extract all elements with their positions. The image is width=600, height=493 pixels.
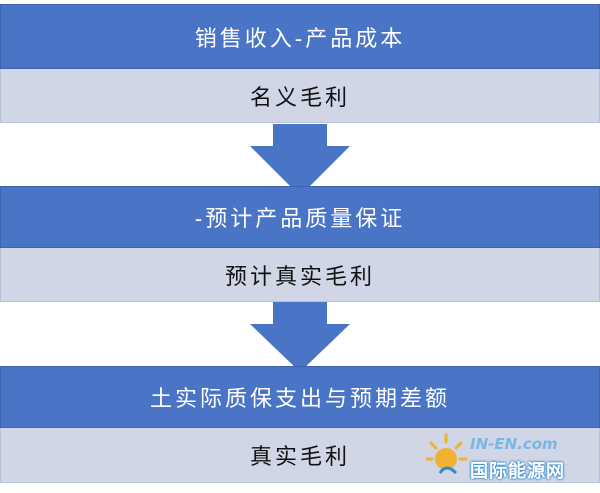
watermark-cn-text: 国际能源网	[470, 461, 565, 482]
step-2-result: 预计真实毛利	[0, 248, 600, 302]
step-3-formula: 土实际质保支出与预期差额	[0, 366, 600, 428]
sun-logo-icon	[426, 433, 468, 475]
down-arrow-2-shape	[250, 302, 350, 372]
flow-step-1: 销售收入-产品成本 名义毛利	[0, 4, 600, 123]
flow-step-2: -预计产品质量保证 预计真实毛利	[0, 186, 600, 302]
step-3-result-text: 真实毛利	[249, 445, 350, 470]
step-1-formula-text: 销售收入-产品成本	[194, 26, 406, 52]
step-1-formula: 销售收入-产品成本	[0, 4, 600, 69]
step-2-formula: -预计产品质量保证	[0, 186, 600, 248]
step-2-result-text: 预计真实毛利	[224, 264, 375, 290]
down-arrow-1-shape	[250, 124, 350, 196]
watermark-en-text: IN-EN.com	[470, 435, 558, 453]
step-1-result-text: 名义毛利	[249, 85, 350, 111]
down-arrow-icon	[250, 124, 350, 196]
watermark-logo: IN-EN.com 国际能源网	[426, 425, 594, 487]
down-arrow-icon	[250, 302, 350, 372]
step-2-formula-text: -预计产品质量保证	[194, 207, 406, 232]
step-1-result: 名义毛利	[0, 69, 600, 123]
step-3-formula-text: 土实际质保支出与预期差额	[149, 387, 450, 412]
